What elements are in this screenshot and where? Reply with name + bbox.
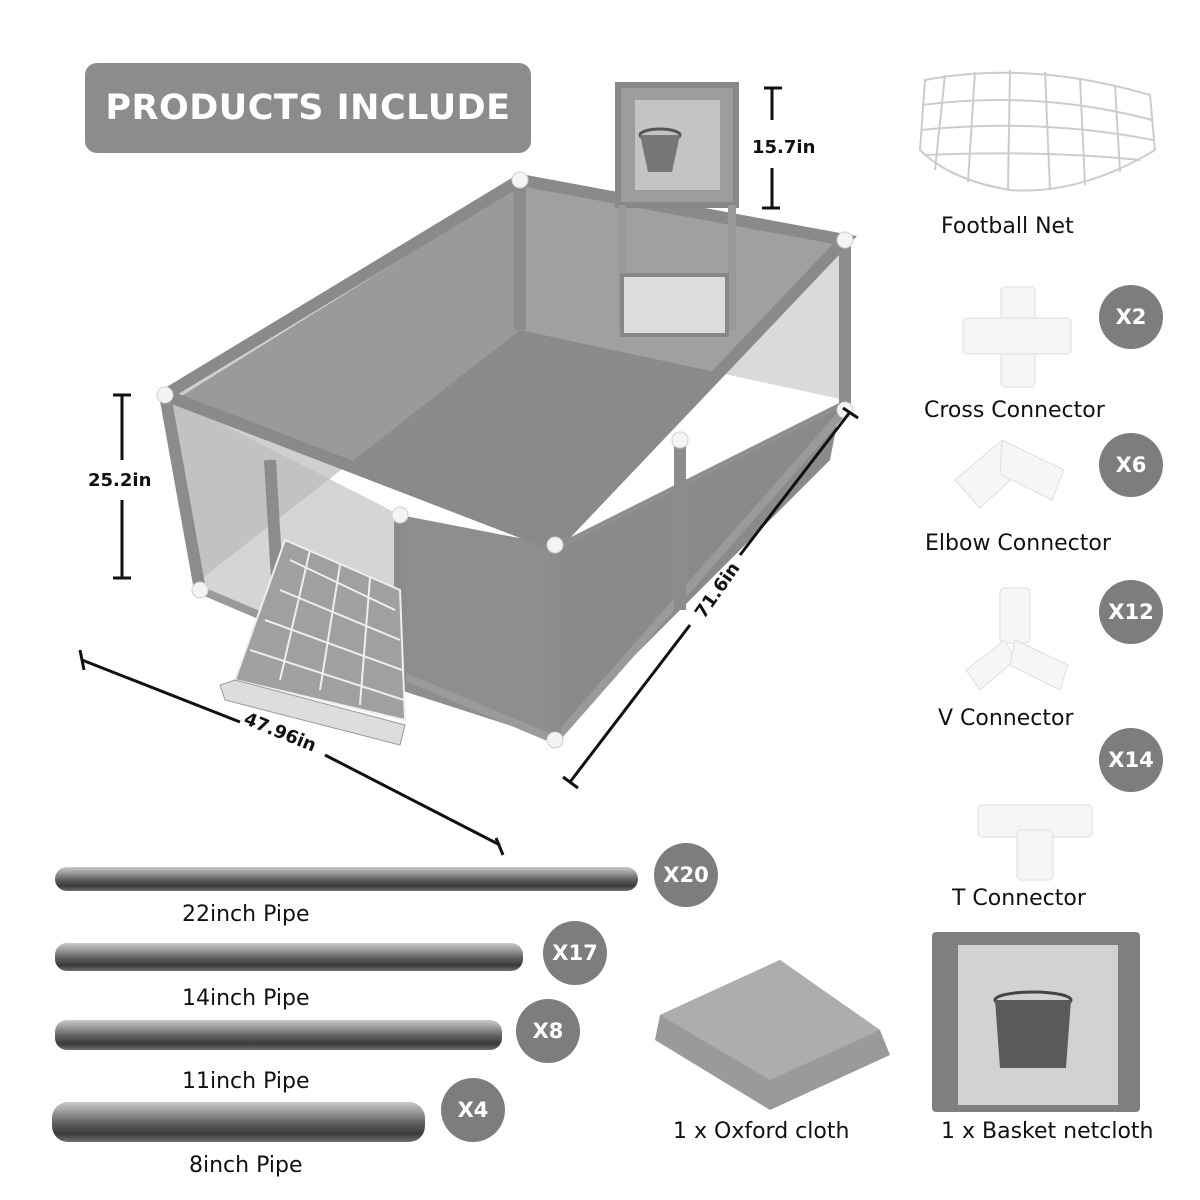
pipe-22inch-icon [55,867,638,891]
pipe-11inch-qty-badge: X8 [516,999,580,1063]
football-net-label: Football Net [941,214,1074,239]
pipe-11inch-label: 11inch Pipe [182,1069,310,1094]
elbow-connector-label: Elbow Connector [925,531,1111,556]
elbow-connector-qty-badge: X6 [1099,433,1163,497]
v-connector-icon [965,587,1069,691]
pipe-22inch-qty-badge: X20 [654,843,718,907]
t-connector-icon [977,804,1093,881]
pipe-14inch-qty-badge: X17 [543,921,607,985]
cross-connector-qty-badge: X2 [1099,285,1163,349]
pipe-8inch-icon [52,1102,425,1142]
elbow-connector-icon [954,439,1065,509]
cross-connector-label: Cross Connector [924,398,1105,423]
cross-connector-icon [962,286,1072,388]
oxford-cloth-label: 1 x Oxford cloth [673,1119,850,1144]
pipe-11inch-icon [55,1020,502,1050]
basket-netcloth-label: 1 x Basket netcloth [941,1119,1154,1144]
pipe-14inch-label: 14inch Pipe [182,986,310,1011]
products-include-title: PRODUCTS INCLUDE [85,63,531,153]
front-goal-net [233,538,407,722]
dimension-lines [78,86,859,856]
oxford-cloth-icon [655,960,890,1110]
t-connector-label: T Connector [952,886,1086,911]
football-net-icon [918,69,1157,192]
basket-netcloth-icon [932,932,1140,1112]
v-connector-qty-badge: X12 [1099,580,1163,644]
pipe-14inch-icon [55,943,523,971]
back-goal [620,273,729,337]
t-connector-qty-badge: X14 [1099,728,1163,792]
goal-base [219,679,406,746]
pipe-8inch-label: 8inch Pipe [189,1153,303,1178]
front-panel [400,515,555,740]
fence-height-label: 25.2in [88,470,152,491]
pipe-8inch-qty-badge: X4 [441,1078,505,1142]
basket-height-label: 15.7in [752,137,816,158]
v-connector-label: V Connector [938,706,1074,731]
pipe-22inch-label: 22inch Pipe [182,902,310,927]
